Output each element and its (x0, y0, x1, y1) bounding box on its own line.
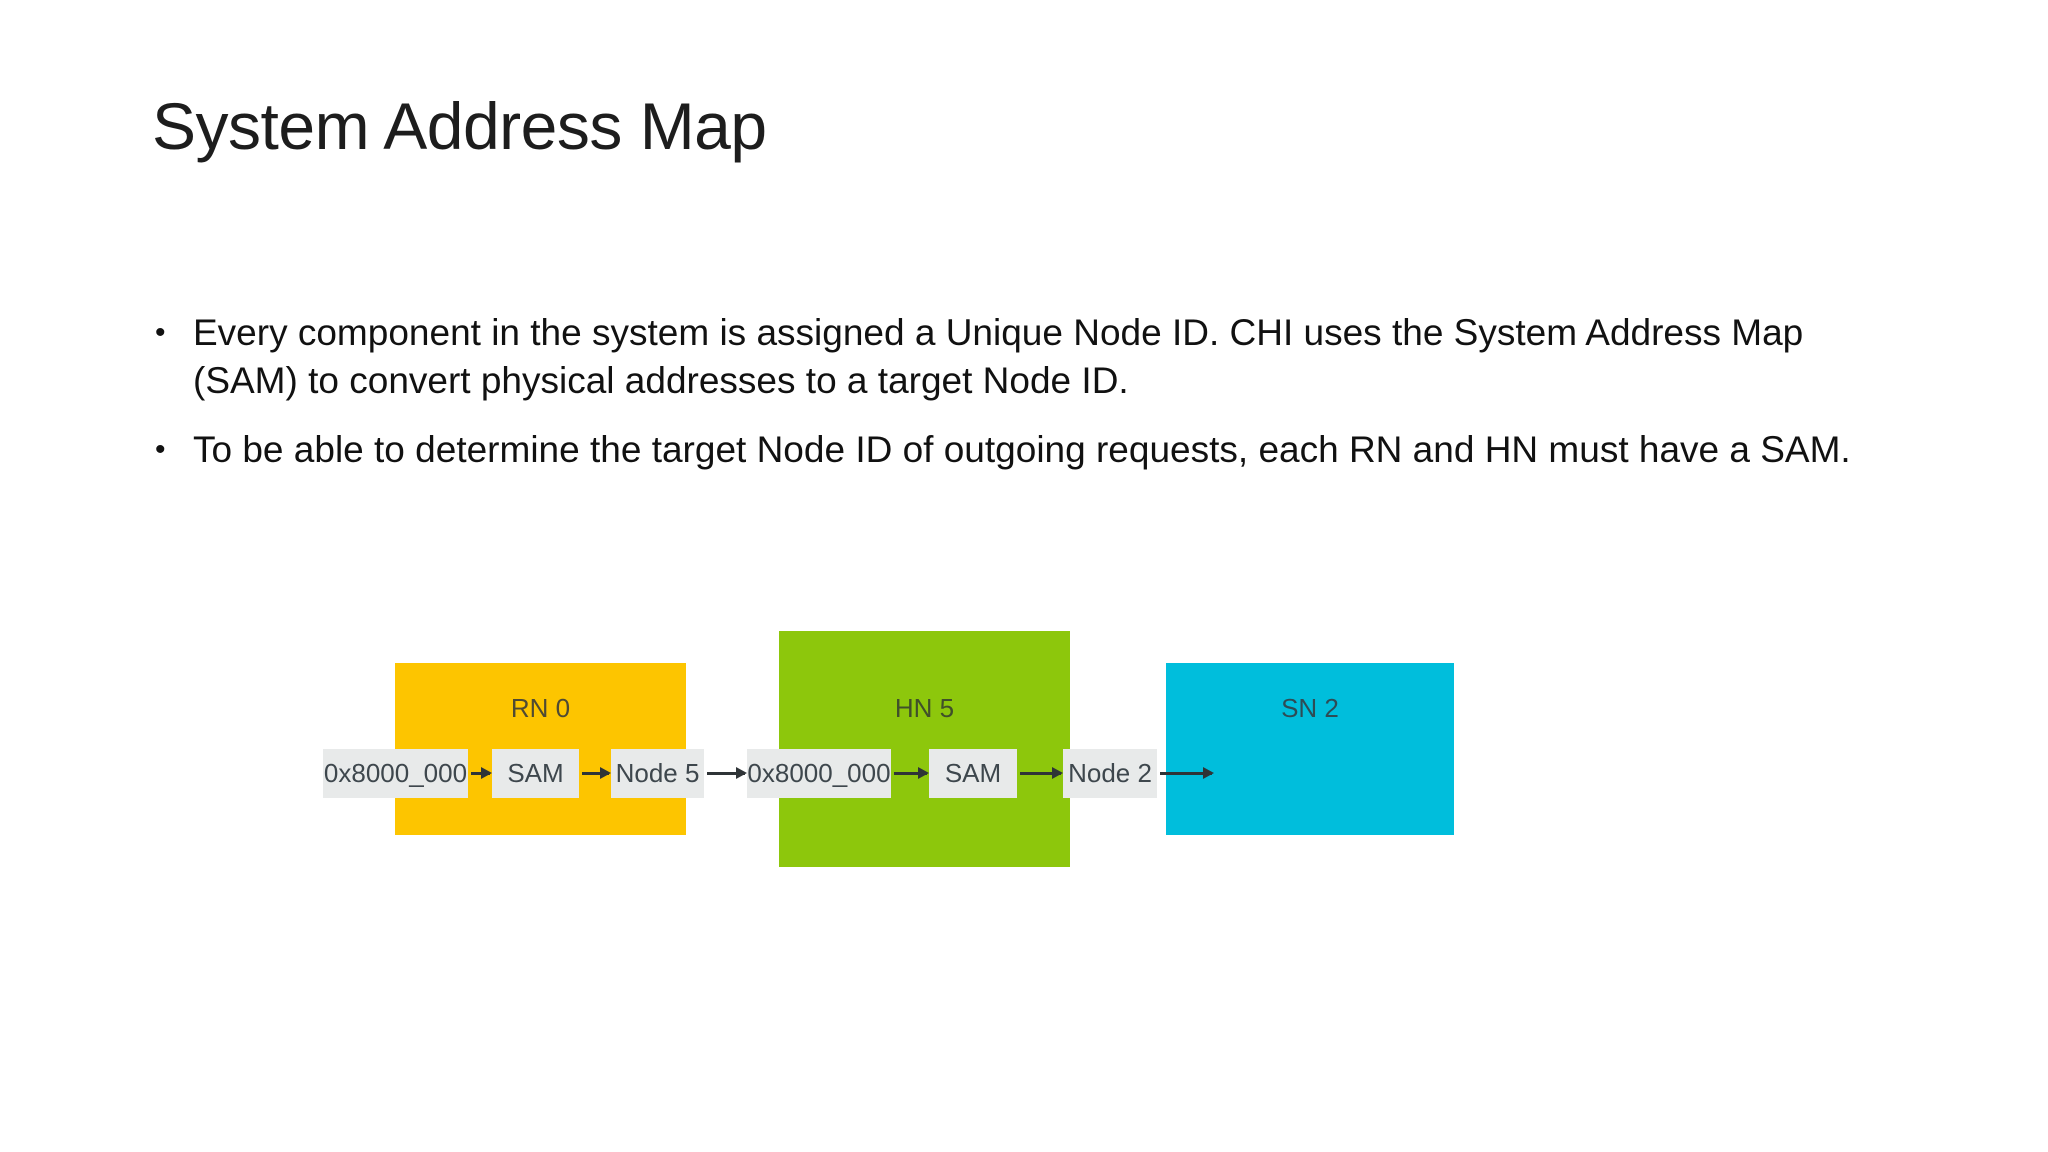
bullet-item: • Every component in the system is assig… (155, 309, 1885, 405)
bullet-list: • Every component in the system is assig… (155, 309, 1885, 474)
chip-sam-hn: SAM (929, 749, 1017, 798)
flow-arrow (707, 767, 747, 779)
chip-address-hn: 0x8000_000 (747, 749, 891, 798)
sn2-label: SN 2 (1281, 693, 1339, 723)
flow-arrow (582, 767, 611, 779)
bullet-text: To be able to determine the target Node … (193, 429, 1851, 470)
chip-node2: Node 2 (1063, 749, 1157, 798)
bullet-marker: • (155, 316, 166, 349)
flow-arrow (471, 767, 492, 779)
chip-address-rn: 0x8000_000 (323, 749, 468, 798)
flow-arrow-into-sn (1160, 767, 1214, 779)
chip-node5: Node 5 (611, 749, 704, 798)
flow-arrow (1020, 767, 1063, 779)
page-title: System Address Map (152, 89, 767, 163)
flow-arrow (894, 767, 929, 779)
bullet-item: • To be able to determine the target Nod… (155, 426, 1885, 474)
rn0-label: RN 0 (510, 693, 571, 723)
bullet-marker: • (155, 433, 166, 466)
sn2-block: SN 2 (1166, 663, 1454, 835)
chip-sam-rn: SAM (492, 749, 579, 798)
hn5-label: HN 5 (894, 693, 955, 723)
bullet-text: Every component in the system is assigne… (193, 312, 1804, 401)
